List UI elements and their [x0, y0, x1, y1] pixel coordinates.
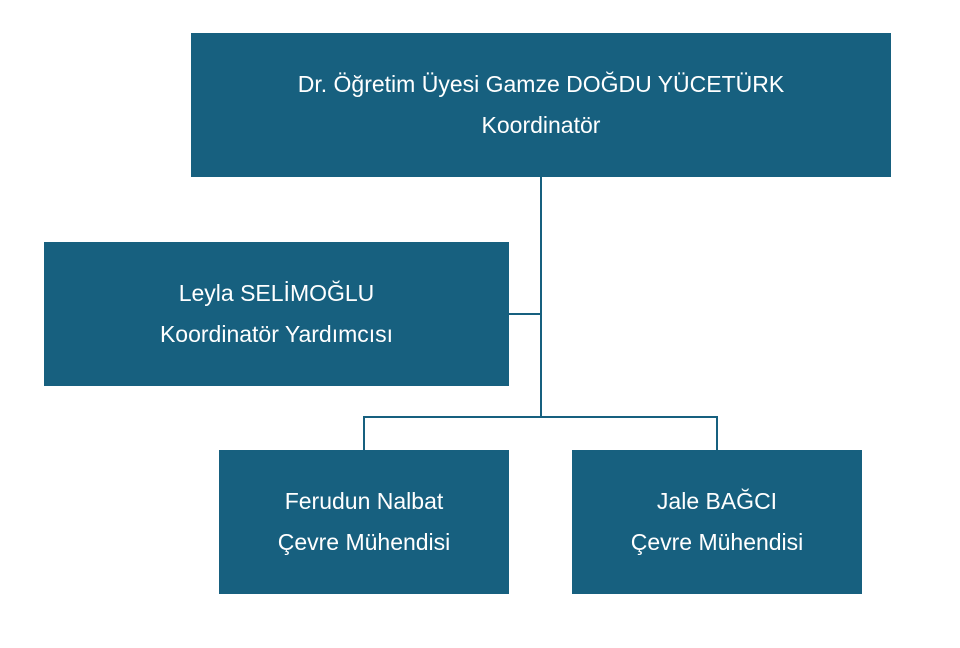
engineer-2-title: Çevre Mühendisi — [630, 529, 804, 555]
engineer-2-box: Jale BAĞCI Çevre Mühendisi — [572, 450, 862, 594]
engineer-1-title: Çevre Mühendisi — [277, 529, 451, 555]
assistant-title: Koordinatör Yardımcısı — [159, 321, 394, 347]
coordinator-box: Dr. Öğretim Üyesi Gamze DOĞDU YÜCETÜRK K… — [191, 33, 891, 177]
assistant-name: Leyla SELİMOĞLU — [178, 280, 375, 306]
engineer-2-name: Jale BAĞCI — [656, 488, 778, 514]
assistant-coordinator-box: Leyla SELİMOĞLU Koordinatör Yardımcısı — [44, 242, 509, 386]
coordinator-title: Koordinatör — [481, 112, 601, 138]
engineer-1-box: Ferudun Nalbat Çevre Mühendisi — [219, 450, 509, 594]
coordinator-name: Dr. Öğretim Üyesi Gamze DOĞDU YÜCETÜRK — [297, 71, 785, 97]
engineer-1-name: Ferudun Nalbat — [284, 488, 444, 514]
